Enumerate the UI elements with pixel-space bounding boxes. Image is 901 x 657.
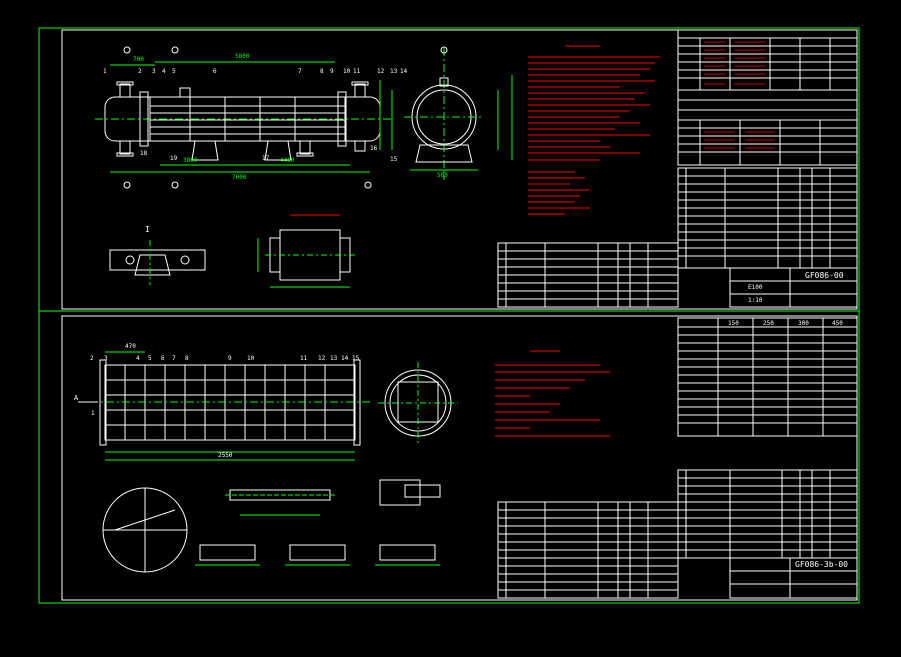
bottom-parameter-table [677,317,858,437]
top-end-view [404,46,484,180]
callout-11: 11 [353,68,361,75]
callout-19: 19 [170,155,178,162]
callout-14: 14 [400,68,408,75]
b-callout-3: 3 [104,355,108,362]
callout-5: 5 [172,68,176,75]
top-heat-exchanger-elevation [95,81,392,161]
outer-frame [38,27,860,604]
top-table-fill [704,41,775,149]
top-technical-notes [528,45,660,215]
dim-580: 580 [437,172,448,179]
param-col-450: 450 [832,320,843,327]
b-callout-5: 5 [148,355,152,362]
param-col-300: 300 [798,320,809,327]
top-scale: 1:10 [748,297,763,304]
top-callouts: 1 2 3 4 5 6 7 8 9 10 11 12 13 14 15 16 1… [103,46,408,189]
b-callout-4: 4 [136,355,140,362]
callout-1: 1 [103,68,107,75]
callout-2: 2 [138,68,142,75]
bottom-tube-bundle [78,351,370,461]
top-end-dims [497,75,513,160]
top-parts-list [497,167,858,308]
b-callout-9: 9 [228,355,232,362]
callout-6: 6 [213,68,217,75]
bottom-callouts: 1 2 3 4 5 6 7 8 9 10 11 12 13 14 15 [90,355,360,417]
dim-7000: 7000 [232,174,247,181]
bottom-title-block [729,557,858,599]
b-callout-8: 8 [185,355,189,362]
param-col-250: 250 [763,320,774,327]
top-parameter-table [677,29,858,166]
b-callout-7: 7 [172,355,176,362]
bottom-sheet-border [61,315,858,601]
bottom-detail-rod [225,489,335,516]
callout-12: 12 [377,68,385,75]
param-col-150: 150 [728,320,739,327]
bottom-parts-list [497,469,858,599]
b-callout-11: 11 [300,355,308,362]
callout-10: 10 [343,68,351,75]
top-subtitle: E100 [748,284,763,291]
callout-9: 9 [330,68,334,75]
top-title-block [729,267,858,308]
b-callout-1: 1 [91,410,95,417]
b-callout-6: 6 [161,355,165,362]
dim-700: 700 [133,56,144,63]
b-callout-12: 12 [318,355,326,362]
b-callout-2: 2 [90,355,94,362]
bottom-detail-sections [195,479,441,566]
b-callout-13: 13 [330,355,338,362]
callout-15: 15 [390,156,398,163]
top-drawing-number: GF086-00 [805,271,844,280]
dim-3800: 3800 [183,157,198,164]
bottom-end-view [378,362,458,444]
callout-16: 16 [370,145,378,152]
bottom-detail-circle [102,487,188,573]
dim-4400: 4400 [280,157,295,164]
callout-8: 8 [320,68,324,75]
b-callout-14: 14 [341,355,349,362]
callout-13: 13 [390,68,398,75]
bottom-technical-notes [495,350,610,437]
callout-18: 18 [140,150,148,157]
dim-2550: 2550 [218,452,233,459]
dim-470: 470 [125,343,136,350]
callout-4: 4 [162,68,166,75]
b-callout-10: 10 [247,355,255,362]
dim-5800: 5800 [235,53,250,60]
callout-7: 7 [298,68,302,75]
top-detail-i [109,240,206,285]
section-arrow-a: A [74,394,79,402]
callout-3: 3 [152,68,156,75]
detail-i-label: I [145,225,150,234]
top-detail-section [257,214,355,288]
top-dimension-lines [110,61,393,173]
bottom-drawing-number: GF086-3b-00 [795,560,848,569]
b-callout-15: 15 [352,355,360,362]
callout-17: 17 [262,155,270,162]
